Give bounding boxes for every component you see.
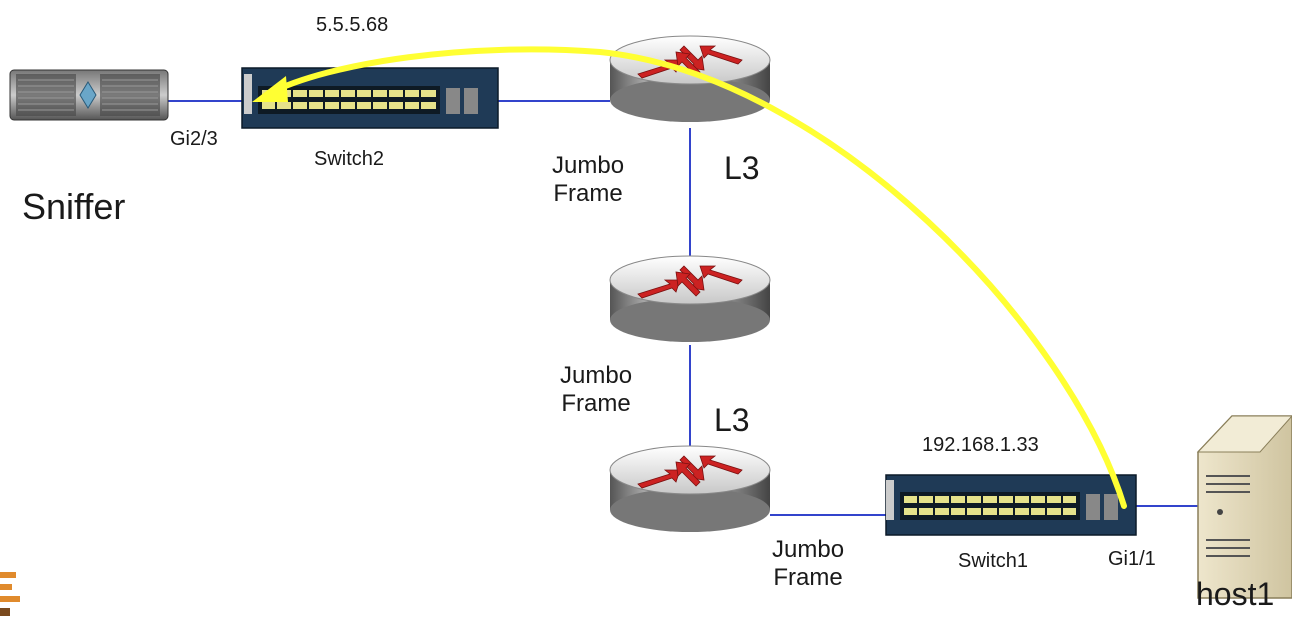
router-top-icon <box>609 35 771 123</box>
l3-bottom-label: L3 <box>714 402 750 438</box>
switch1-label: Switch1 <box>958 550 1029 572</box>
switch2-ip-label: 5.5.5.68 <box>316 14 389 36</box>
sniffer-port-label: Gi2/3 <box>170 128 218 150</box>
jumbo-frame-label-2: Jumbo Frame <box>560 362 633 417</box>
switch1-ip-label: 192.168.1.33 <box>922 434 1039 456</box>
router-mid-icon <box>609 255 771 343</box>
host-port-label: Gi1/1 <box>1108 548 1156 570</box>
sniffer-server-icon <box>9 69 169 121</box>
logo-fragment <box>0 572 20 616</box>
router-bottom-icon <box>609 445 771 533</box>
switch1-icon <box>885 474 1137 536</box>
host1-label: host1 <box>1196 576 1275 612</box>
sniffer-label: Sniffer <box>22 186 126 227</box>
l3-top-label: L3 <box>724 150 760 186</box>
jumbo-frame-label-3: Jumbo Frame <box>772 536 845 591</box>
switch2-label: Switch2 <box>314 148 385 170</box>
host1-server-icon <box>1196 415 1292 599</box>
jumbo-frame-label-1: Jumbo Frame <box>552 152 625 207</box>
traffic-flow-arrow <box>252 46 1127 509</box>
